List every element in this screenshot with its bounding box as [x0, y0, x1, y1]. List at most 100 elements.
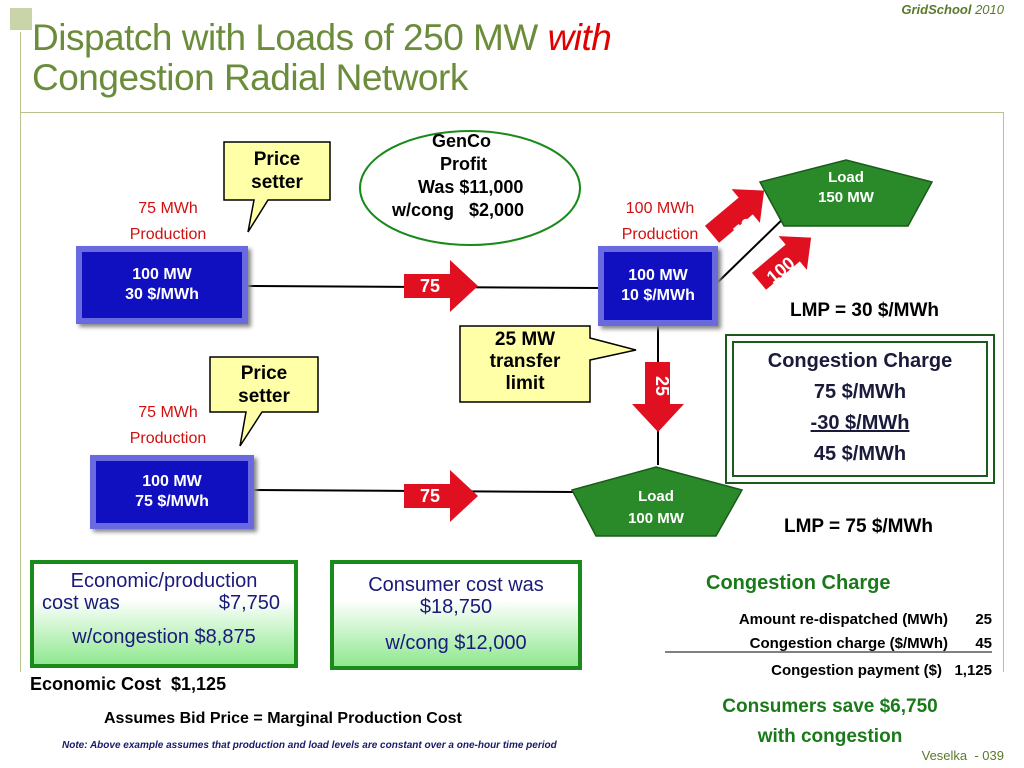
- price-setter-line2: setter: [251, 172, 303, 193]
- congestion-box-text: Congestion Charge 75 $/MWh -30 $/MWh 45 …: [733, 346, 987, 470]
- congestion-box-line3: 45 $/MWh: [813, 443, 907, 465]
- table-row-value: 1,125: [954, 662, 992, 679]
- econ-line2-label: cost was: [42, 592, 120, 614]
- flow-arrow-top: [404, 260, 478, 312]
- econ-line3: w/congestion $8,875: [72, 626, 256, 648]
- flow-label-bottom: 75: [420, 486, 441, 506]
- load-top-text: Load 150 MW: [784, 168, 908, 208]
- price-setter-bottom-callout: [209, 356, 319, 447]
- table-row-label: Congestion payment ($): [771, 662, 942, 679]
- table-row: Amount re-dispatched (MWh) 25: [640, 608, 992, 632]
- transfer-limit-text: 25 MW transfer limit: [460, 329, 590, 395]
- econ-line1: Economic/production: [70, 570, 258, 592]
- economic-cost-box: Economic/production cost was $7,750 w/co…: [30, 560, 298, 668]
- congestion-box-line2: -30 $/MWh: [810, 412, 910, 434]
- congestion-box-outer: [725, 334, 995, 484]
- production-label-top-right: 100 MWh Production: [600, 196, 720, 248]
- transfer-limit-callout: [459, 325, 637, 403]
- economic-cost-label: Economic Cost $1,125: [30, 674, 227, 694]
- generator-mw: 100 MW: [628, 267, 688, 284]
- genco-line4: w/cong $2,000: [392, 200, 525, 220]
- price-setter-line1: Price: [240, 363, 288, 384]
- load-top-shape: [758, 159, 934, 227]
- flow-arrow-to-load: [704, 189, 765, 243]
- frame-right-line: [1003, 112, 1004, 672]
- flow-arrow-bottom: [404, 470, 478, 522]
- consumers-save: Consumers save $6,750 with congestion: [640, 692, 1020, 752]
- consumer-line2: $18,750: [419, 596, 493, 618]
- generator-bottom-left: 100 MW 75 $/MWh: [90, 455, 254, 529]
- flow-label-top: 75: [420, 276, 441, 296]
- load-bottom-shape: [570, 466, 744, 537]
- slide-footer: Veselka - 039: [921, 748, 1004, 763]
- price-setter-bottom-text: Price setter: [210, 362, 318, 408]
- title-line1-emph: with: [547, 17, 612, 58]
- generator-mw: 100 MW: [132, 266, 192, 283]
- corner-square: [10, 8, 32, 30]
- load-label: Load: [638, 488, 674, 505]
- price-setter-line2: setter: [238, 386, 290, 407]
- congestion-box-inner: [732, 341, 988, 477]
- price-setter-top-text: Price setter: [224, 148, 330, 194]
- assumes-text: Assumes Bid Price = Marginal Production …: [104, 710, 462, 727]
- flow-arrow-down: [632, 362, 684, 432]
- congestion-table: Amount re-dispatched (MWh) 25 Congestion…: [640, 608, 992, 684]
- load-mw: 100 MW: [628, 510, 684, 527]
- generator-price: 75 $/MWh: [135, 493, 209, 510]
- consumers-save-line1: Consumers save $6,750: [722, 696, 938, 717]
- consumer-line1: Consumer cost was: [368, 574, 544, 596]
- lmp-top: LMP = 30 $/MWh: [790, 300, 940, 321]
- production-mwh: 75 MWh: [138, 200, 198, 217]
- econ-line2-value: $7,750: [218, 592, 280, 614]
- generator-top-right: 100 MW 10 $/MWh: [598, 246, 718, 326]
- production-word: Production: [621, 226, 699, 243]
- note-text: Note: Above example assumes that product…: [62, 740, 557, 751]
- consumers-save-line2: with congestion: [757, 726, 903, 747]
- congestion-table-title: Congestion Charge: [706, 572, 891, 594]
- generator-price: 10 $/MWh: [621, 287, 695, 304]
- congestion-box-title: Congestion Charge: [767, 350, 953, 372]
- genco-text: GenCo Profit Was $11,000 w/cong $2,000: [380, 130, 560, 222]
- production-word: Production: [129, 226, 207, 243]
- production-mwh: 75 MWh: [138, 404, 198, 421]
- table-row-label: Congestion charge ($/MWh): [749, 635, 948, 652]
- flow-label-down: 25: [652, 376, 672, 397]
- title-line1-prefix: Dispatch with Loads of 250 MW: [32, 17, 548, 58]
- price-setter-top-callout: [223, 141, 331, 233]
- production-label-top-left: 75 MWh Production: [108, 196, 228, 248]
- brand-name: GridSchool: [901, 2, 972, 17]
- congestion-box-line1: 75 $/MWh: [813, 381, 907, 403]
- transfer-line2: transfer: [489, 351, 561, 372]
- consumer-line3: w/cong $12,000: [385, 632, 527, 654]
- genco-line2: Profit: [440, 154, 487, 174]
- genco-ellipse: [359, 130, 581, 246]
- load-bottom-text: Load 100 MW: [596, 486, 716, 530]
- load-label: Load: [828, 169, 864, 186]
- table-row-value: 45: [975, 635, 992, 652]
- generator-mw: 100 MW: [142, 473, 202, 490]
- brand-label: GridSchool 2010: [901, 2, 1004, 17]
- price-setter-line1: Price: [253, 149, 301, 170]
- transfer-line3: limit: [505, 373, 545, 394]
- page-title: Dispatch with Loads of 250 MW with Conge…: [32, 17, 612, 98]
- generator-price: 30 $/MWh: [125, 286, 199, 303]
- genco-line1: GenCo: [432, 131, 492, 151]
- table-row-label: Amount re-dispatched (MWh): [738, 611, 948, 628]
- table-row: Congestion payment ($) 1,125: [640, 658, 992, 684]
- generator-top-left: 100 MW 30 $/MWh: [76, 246, 248, 324]
- frame-title-line: [20, 112, 1004, 113]
- lmp-bottom: LMP = 75 $/MWh: [784, 516, 934, 537]
- table-row-value: 25: [975, 611, 992, 628]
- line-to-load-top: [717, 211, 791, 283]
- production-mwh: 100 MWh: [625, 200, 695, 217]
- brand-year: 2010: [975, 2, 1004, 17]
- table-row: Congestion charge ($/MWh) 45: [640, 632, 992, 656]
- production-label-bottom-left: 75 MWh Production: [108, 400, 228, 452]
- title-line2: Congestion Radial Network: [32, 57, 468, 98]
- genco-line3: Was $11,000: [418, 177, 524, 197]
- econ-line2: cost was $7,750: [34, 592, 294, 614]
- consumer-cost-box: Consumer cost was $18,750 w/cong $12,000: [330, 560, 582, 670]
- production-word: Production: [129, 430, 207, 447]
- transfer-line1: 25 MW: [494, 329, 556, 350]
